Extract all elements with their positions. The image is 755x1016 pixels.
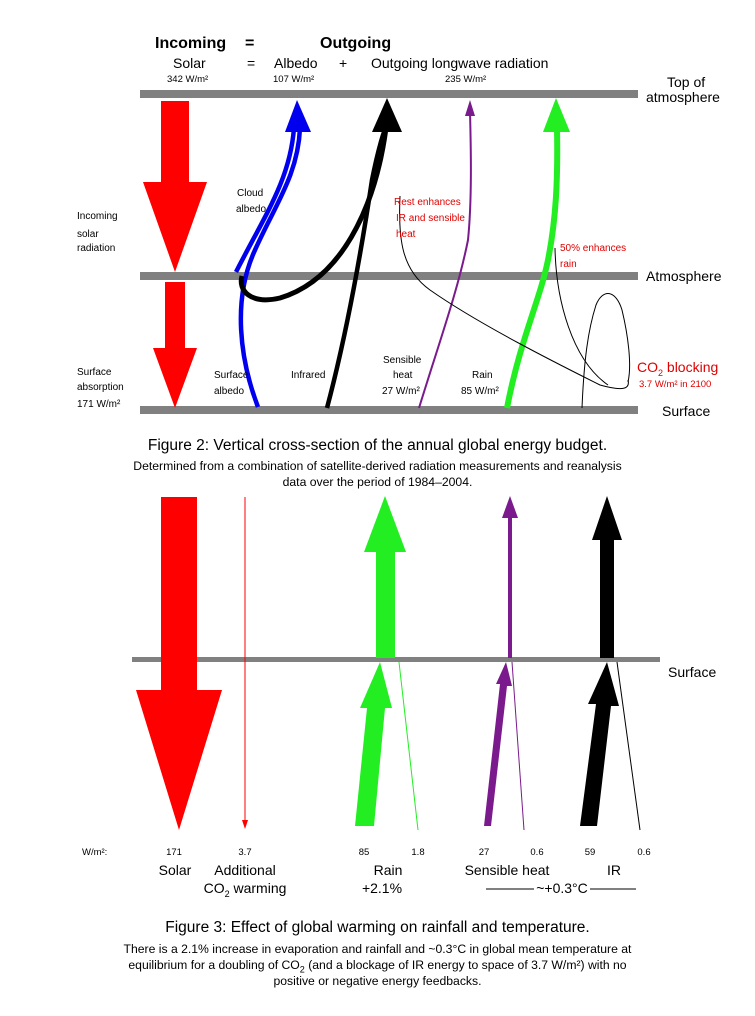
sensible-upper-arrow bbox=[508, 516, 512, 658]
rain-label-2: 85 W/m² bbox=[461, 386, 499, 397]
incoming-heading: Incoming bbox=[155, 35, 226, 52]
sensible-heat-flow bbox=[418, 111, 472, 409]
rain-arrowhead bbox=[543, 98, 570, 132]
sensible-upper-arrowhead bbox=[502, 496, 518, 518]
infrared-flow-atmosphere bbox=[238, 127, 389, 303]
surface-albedo-flow bbox=[238, 127, 303, 408]
plus-sign: + bbox=[339, 55, 347, 71]
rain-lower-arrow bbox=[355, 662, 392, 826]
ir-lower-arrow bbox=[580, 662, 619, 826]
albedo-heading: Albedo bbox=[274, 55, 318, 71]
olr-heading: Outgoing longwave radiation bbox=[371, 55, 548, 71]
ir-value-label: 59 bbox=[585, 847, 596, 858]
co2-blocking-loop bbox=[581, 293, 631, 409]
outgoing-heading: Outgoing bbox=[320, 35, 391, 52]
rest-enhances-label-2: IR and sensible bbox=[396, 213, 465, 224]
albedo-value: 107 W/m² bbox=[273, 74, 314, 85]
surface-absorption-label-2: absorption bbox=[77, 382, 124, 393]
rest-enhances-label-1: Rest enhances bbox=[394, 197, 461, 208]
albedo-arrowhead bbox=[285, 100, 311, 132]
incoming-solar-arrow bbox=[143, 101, 207, 272]
figure-3-subcaption-3: positive or negative energy feedbacks. bbox=[273, 974, 482, 988]
figure-2-subcaption-2: data over the period of 1984–2004. bbox=[282, 475, 473, 489]
ir-upper-arrow bbox=[592, 496, 622, 658]
sensible-value-label: 27 bbox=[479, 847, 490, 858]
surface-line bbox=[140, 406, 638, 414]
figure-2-caption: Figure 2: Vertical cross-section of the … bbox=[147, 437, 608, 454]
co2-blocking-curve-ir bbox=[399, 195, 629, 390]
rain-category-label: Rain bbox=[374, 862, 403, 878]
sensible-delta-line bbox=[511, 661, 525, 831]
rain-upper-arrow bbox=[364, 496, 406, 658]
equals-heading: = bbox=[245, 35, 254, 52]
fifty-percent-label-1: 50% enhances bbox=[560, 243, 626, 254]
solar-category-label: Solar bbox=[159, 862, 192, 878]
co2-warming-label: CO2 warming bbox=[204, 880, 287, 899]
surface-albedo-label-2: albedo bbox=[214, 386, 244, 397]
atmosphere-line bbox=[140, 272, 638, 280]
additional-category-label: Additional bbox=[214, 862, 276, 878]
rain-percent-label: +2.1% bbox=[362, 880, 402, 896]
co2-blocking-label: CO2 blocking bbox=[637, 359, 718, 378]
fifty-percent-label-2: rain bbox=[560, 259, 577, 270]
sensible-heat-label-3: 27 W/m² bbox=[382, 386, 420, 397]
infrared-label: Infrared bbox=[291, 370, 325, 381]
solar-value: 342 W/m² bbox=[167, 74, 208, 85]
toa-label-1: Top of bbox=[667, 74, 705, 90]
solar-arrow bbox=[136, 497, 222, 830]
additional-value-label: 3.7 bbox=[238, 847, 251, 858]
solar-value-label: 171 bbox=[166, 847, 182, 858]
rest-enhances-label-3: heat bbox=[396, 229, 416, 240]
rain-delta-value-label: 1.8 bbox=[411, 847, 424, 858]
surface-albedo-label-1: Surface bbox=[214, 370, 249, 381]
top-of-atmosphere-line bbox=[140, 90, 638, 98]
solar-heading: Solar bbox=[173, 55, 206, 71]
sensible-delta-value-label: 0.6 bbox=[530, 847, 543, 858]
surface-absorption-arrow bbox=[153, 282, 197, 408]
surface-absorption-label-3: 171 W/m² bbox=[77, 399, 121, 410]
sensible-lower-arrow bbox=[484, 662, 512, 826]
ir-delta-value-label: 0.6 bbox=[637, 847, 650, 858]
rain-delta-line bbox=[398, 661, 419, 831]
cloud-albedo-label-2: albedo bbox=[236, 204, 266, 215]
incoming-solar-label-3: radiation bbox=[77, 243, 115, 254]
olr-value: 235 W/m² bbox=[445, 74, 486, 85]
cloud-albedo-flow bbox=[233, 127, 297, 274]
surface-label: Surface bbox=[662, 403, 710, 419]
sensible-heat-label-1: Sensible bbox=[383, 355, 422, 366]
figure-3-caption: Figure 3: Effect of global warming on ra… bbox=[165, 919, 590, 936]
incoming-solar-label-2: solar bbox=[77, 229, 99, 240]
sensible-heat-arrowhead bbox=[465, 100, 475, 116]
figure-3-subcaption-1: There is a 2.1% increase in evaporation … bbox=[123, 942, 632, 956]
equals-sign: = bbox=[247, 55, 255, 71]
infrared-flow-surface bbox=[324, 126, 388, 409]
rain-label-1: Rain bbox=[472, 370, 493, 381]
rain-flow bbox=[504, 127, 561, 409]
atmosphere-label: Atmosphere bbox=[646, 268, 722, 284]
figure-3-surface-label: Surface bbox=[668, 664, 716, 680]
rain-value-label: 85 bbox=[359, 847, 370, 858]
units-label: W/m²: bbox=[82, 847, 107, 858]
ir-delta-line bbox=[616, 661, 641, 831]
figure-2-subcaption-1: Determined from a combination of satelli… bbox=[133, 459, 622, 473]
ir-category-label: IR bbox=[607, 862, 621, 878]
figure-2: Incoming = Outgoing Solar = Albedo + Out… bbox=[77, 35, 722, 419]
incoming-solar-label-1: Incoming bbox=[77, 211, 118, 222]
co2-blocking-curve-rain bbox=[554, 247, 609, 386]
cloud-albedo-label-1: Cloud bbox=[237, 188, 263, 199]
additional-co2-arrowhead bbox=[242, 820, 248, 829]
sensible-category-label: Sensible heat bbox=[465, 862, 550, 878]
sensible-heat-label-2: heat bbox=[393, 370, 413, 381]
co2-blocking-value: 3.7 W/m² in 2100 bbox=[639, 379, 711, 390]
surface-absorption-label-1: Surface bbox=[77, 367, 112, 378]
figure-3-surface-line bbox=[132, 657, 660, 662]
infrared-arrowhead bbox=[372, 98, 402, 132]
toa-label-2: atmosphere bbox=[646, 89, 720, 105]
temperature-change-label: ~+0.3°C bbox=[536, 880, 588, 896]
figure-3-subcaption-2: equilibrium for a doubling of CO2 (and a… bbox=[128, 958, 627, 975]
